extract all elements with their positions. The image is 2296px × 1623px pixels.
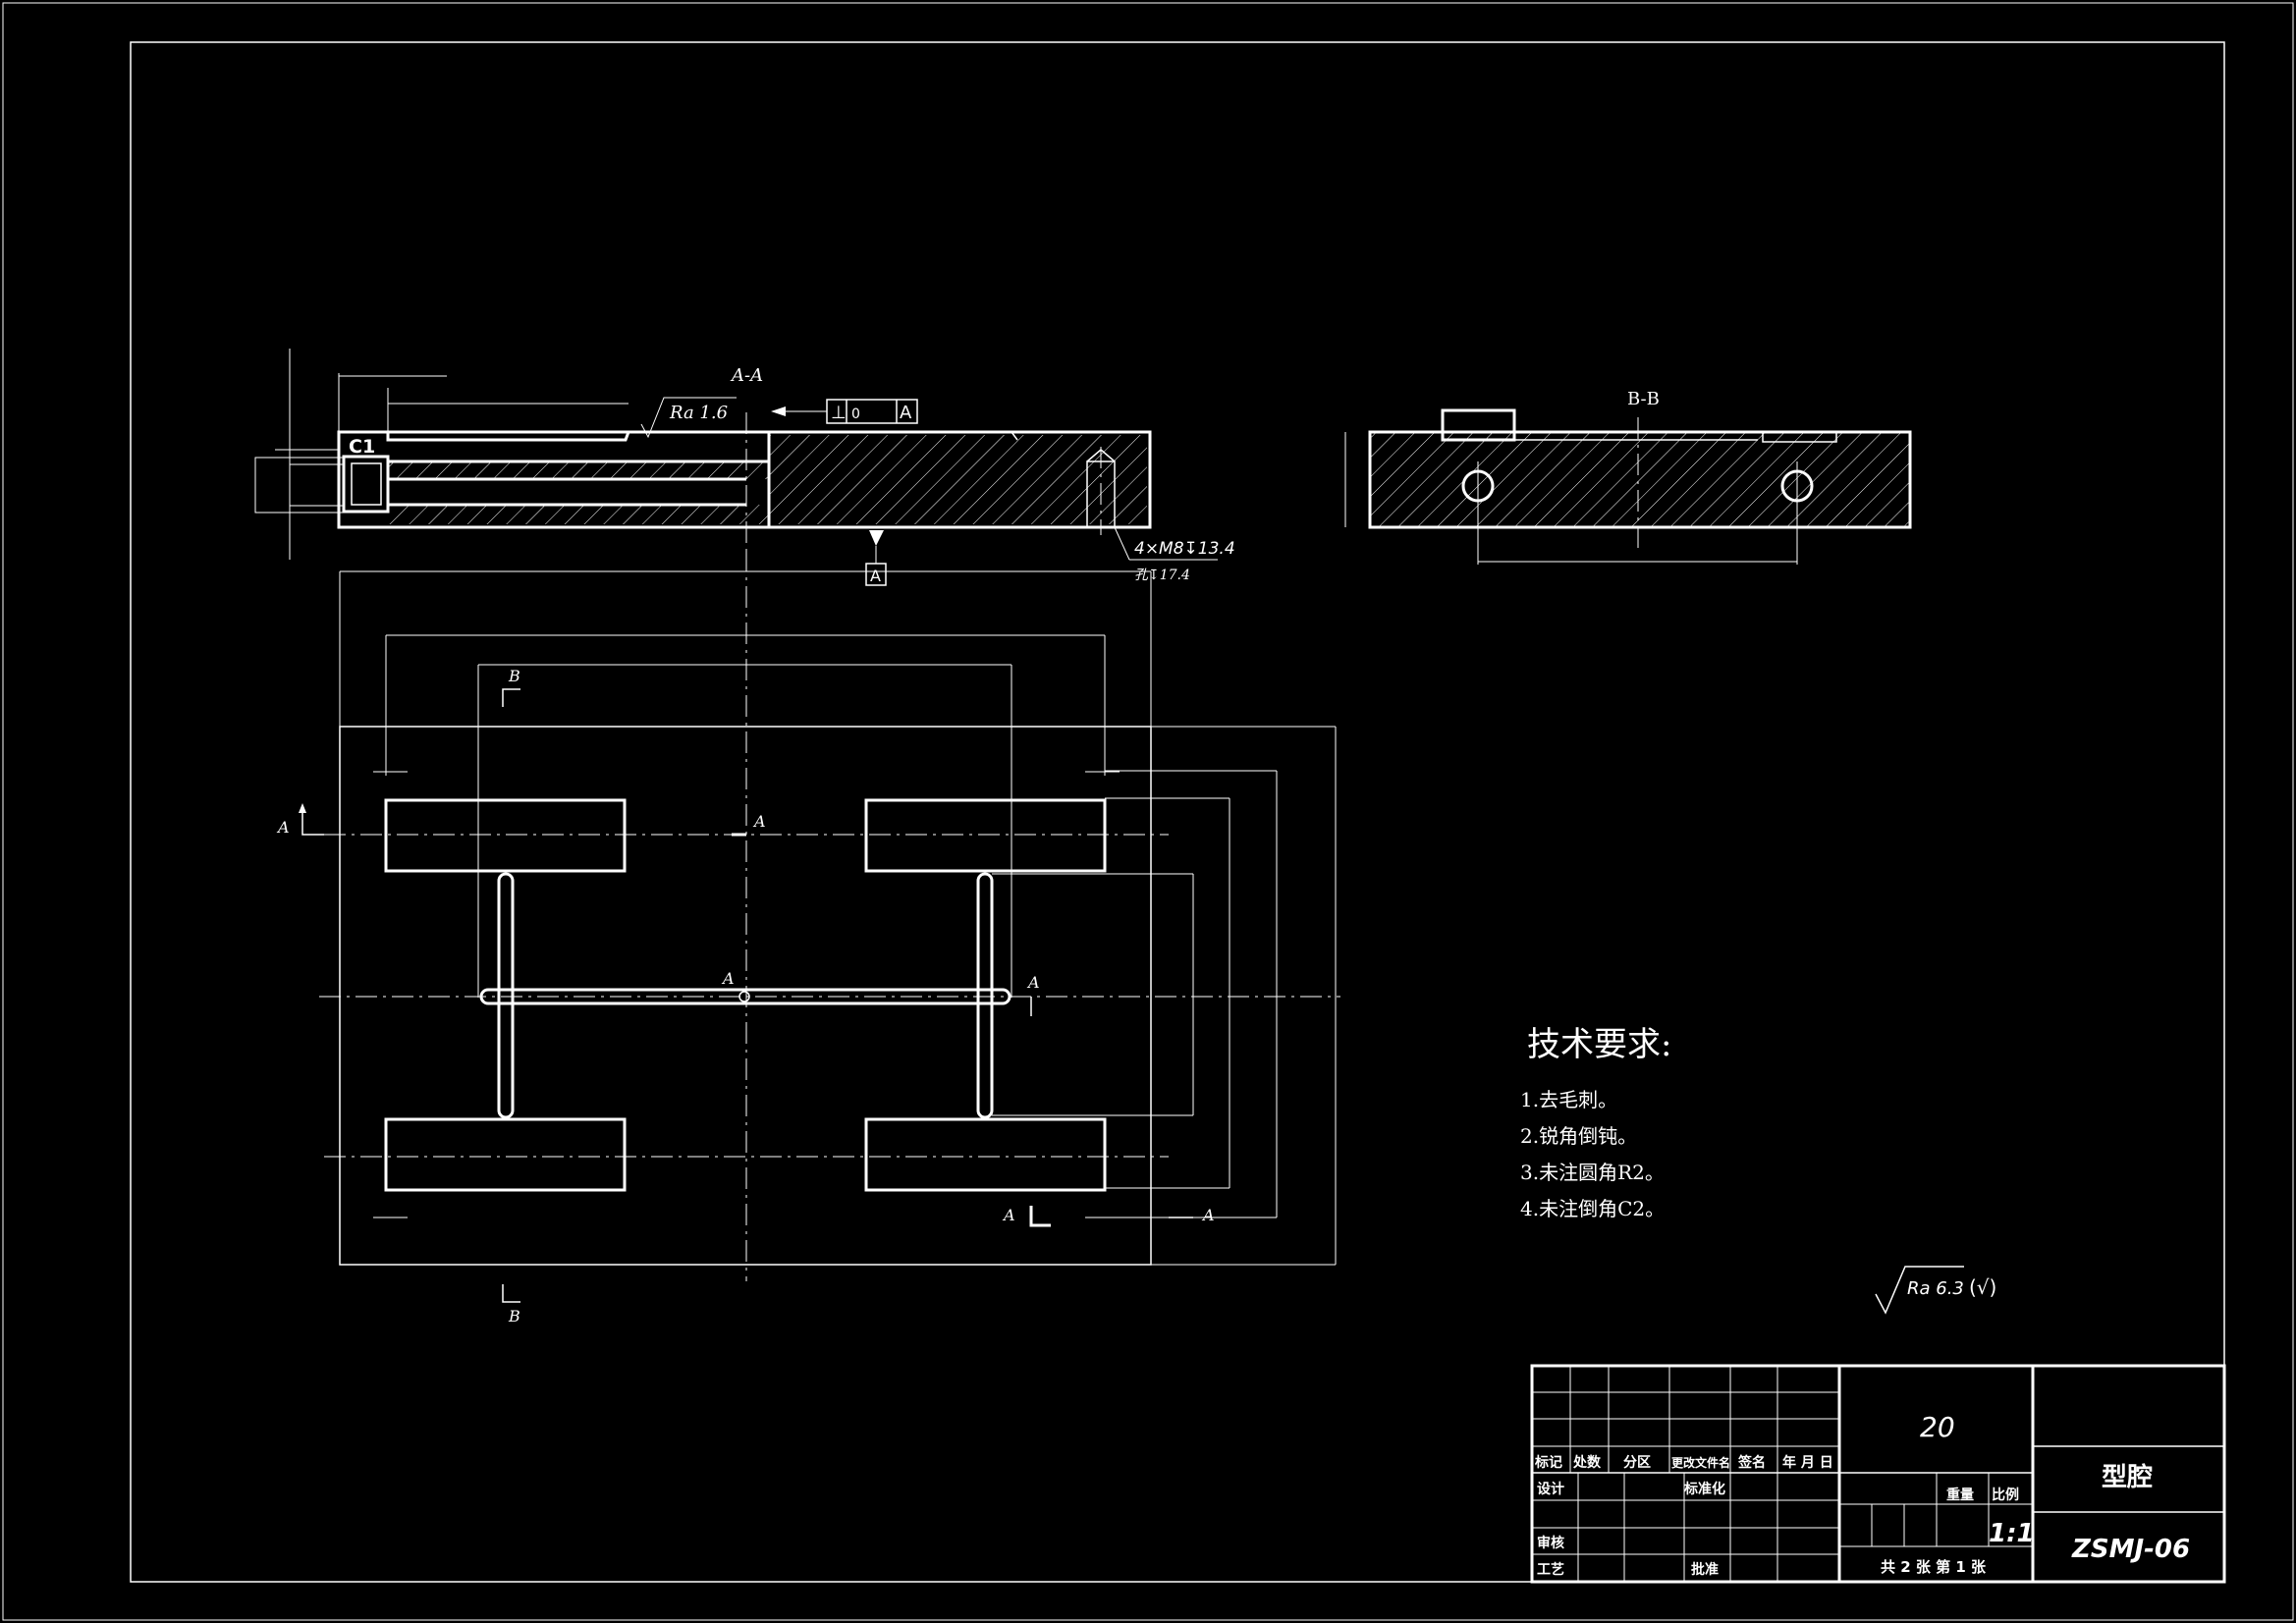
pocket-bottom-right <box>864 1117 1107 1192</box>
pocket-top-right <box>864 798 1107 873</box>
tech-requirements: 技术要求: 1.去毛刺。 2.锐角倒钝。 3.未注圆角R2。 4.未注倒角C2。 <box>1520 1025 1671 1220</box>
tb-sheets: 共 2 张 第 1 张 <box>1881 1558 1987 1576</box>
tb-material: 20 <box>1920 1411 1955 1443</box>
tb-check: 审核 <box>1537 1535 1564 1551</box>
svg-text:B: B <box>508 1307 520 1325</box>
tb-process: 工艺 <box>1537 1561 1564 1578</box>
datum-a: A <box>865 530 887 586</box>
title-block: 标记 处数 分区 更改文件名 签名 年 月 日 设计 标准化 审核 工艺 批准 … <box>1530 1364 2226 1584</box>
tech-item: 4.未注倒角C2。 <box>1520 1197 1665 1220</box>
roughness-top: Ra 1.6 <box>669 403 728 423</box>
tb-header: 分区 <box>1623 1455 1651 1471</box>
section-marks: A A A A A A B B <box>276 667 1215 1325</box>
tech-item: 2.锐角倒钝。 <box>1520 1124 1637 1148</box>
svg-text:A: A <box>276 818 290 837</box>
svg-text:0: 0 <box>851 406 860 422</box>
section-aa-view: A-A C1 <box>254 349 1235 586</box>
tb-header: 处数 <box>1572 1454 1602 1471</box>
hole-callout: 孔↧17.4 <box>1134 568 1190 583</box>
section-aa-label: A-A <box>730 365 763 386</box>
svg-text:A: A <box>900 403 912 423</box>
sprue-mark <box>738 991 750 1002</box>
tb-header: 年 月 日 <box>1782 1454 1833 1471</box>
chamfer-label: C1 <box>349 436 375 458</box>
tb-header: 签名 <box>1737 1454 1766 1471</box>
svg-text:A: A <box>1201 1206 1215 1224</box>
svg-text:Ra 6.3: Ra 6.3 <box>1907 1278 1964 1299</box>
pocket-top-left <box>384 798 627 873</box>
section-bb-view: B-B <box>1344 389 1912 565</box>
tb-header: 标记 <box>1534 1454 1562 1471</box>
svg-text:(√): (√) <box>1969 1275 1996 1299</box>
runner-horizontal <box>479 988 1011 1005</box>
tolerance-frame: ⊥ 0 A <box>771 399 918 424</box>
plan-view: A A A A A A B B <box>276 550 1340 1325</box>
runner-left-vertical <box>497 872 515 1119</box>
tb-approve: 批准 <box>1691 1561 1719 1578</box>
svg-text:A: A <box>1002 1206 1015 1224</box>
tech-item: 1.去毛刺。 <box>1520 1088 1617 1111</box>
tb-scale: 1:1 <box>1989 1519 2035 1548</box>
section-bb-label: B-B <box>1627 389 1660 409</box>
thread-callout: 4×M8↧13.4 <box>1134 539 1235 559</box>
general-roughness: Ra 6.3 (√) <box>1875 1266 1996 1315</box>
tb-drawing-no: ZSMJ-06 <box>2071 1535 2190 1564</box>
tb-scale-label: 比例 <box>1992 1487 2019 1503</box>
svg-text:A: A <box>870 567 881 585</box>
svg-text:A: A <box>721 969 735 988</box>
inner-border <box>130 41 2225 1583</box>
svg-text:A: A <box>752 812 766 831</box>
svg-text:A: A <box>1026 973 1040 992</box>
tb-standard: 标准化 <box>1683 1481 1725 1497</box>
tb-header: 更改文件名 <box>1671 1455 1730 1470</box>
tb-weight-label: 重量 <box>1946 1487 1974 1503</box>
tb-design: 设计 <box>1537 1481 1564 1497</box>
runner-right-vertical <box>976 872 994 1119</box>
svg-text:⊥: ⊥ <box>831 403 847 423</box>
tech-title: 技术要求: <box>1527 1025 1671 1064</box>
tb-part-name: 型腔 <box>2102 1463 2153 1492</box>
tech-item: 3.未注圆角R2。 <box>1520 1161 1665 1184</box>
pocket-bottom-left <box>384 1117 627 1192</box>
svg-text:B: B <box>508 667 520 685</box>
